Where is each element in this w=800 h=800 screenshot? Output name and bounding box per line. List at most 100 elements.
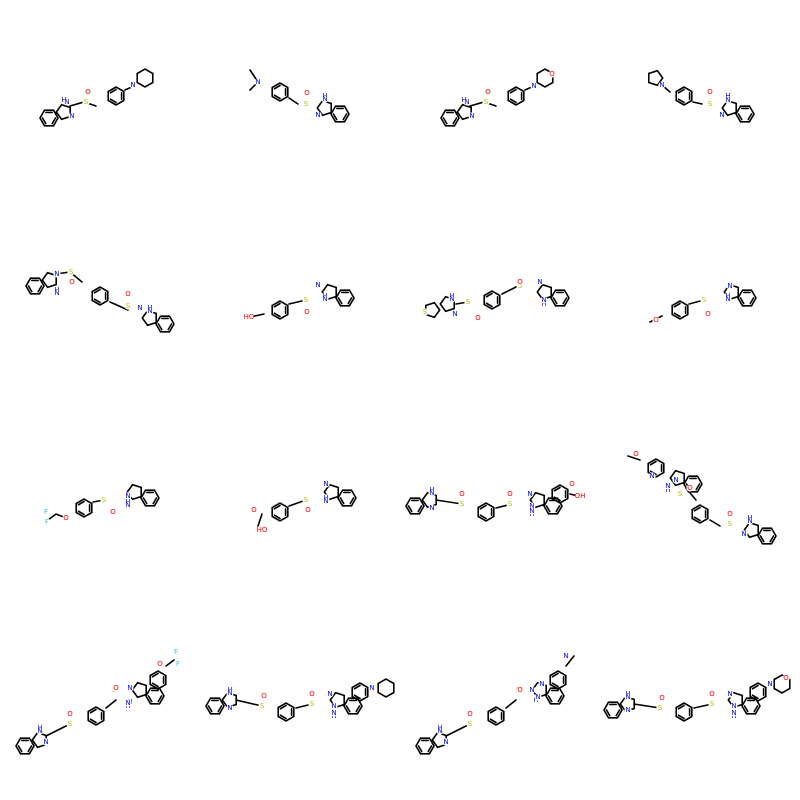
bond-12-12 (691, 504, 709, 524)
atom-mask-15-5 (534, 693, 542, 701)
atom-label-15-7: O (517, 686, 523, 694)
bond-12-16 (709, 519, 721, 527)
atom-mask-12-3 (672, 476, 680, 484)
atom-label-6-1: HO (244, 313, 255, 321)
atom-label-16-3: N (625, 706, 630, 714)
atom-mask-1-3 (68, 112, 76, 120)
bond-15-17 (549, 670, 567, 690)
atom-label-11-13: OH (575, 492, 586, 500)
atom-label-9-1: F (45, 518, 49, 526)
atom-mask-14-7 (308, 690, 316, 698)
bond-16-17 (749, 682, 767, 702)
atom-label-16-2: N (625, 693, 630, 701)
atom-label-7-1: S (423, 308, 428, 316)
atom-label-12-6: S (678, 490, 683, 498)
atom-mask-12-1 (632, 450, 640, 458)
atom-mask-11-2 (428, 489, 436, 497)
molecule-structure-16: HNNSOSONNHNNO (603, 674, 791, 722)
atom-mask-16-13 (782, 674, 790, 682)
atom-label-10-4: O (305, 506, 311, 514)
atom-mask-5-1 (53, 270, 61, 278)
atom-label-15-12: N (443, 738, 448, 746)
atom-label-15-5: N (535, 693, 540, 701)
bond-15-14 (557, 695, 563, 703)
atom-label-5-4: S (69, 268, 74, 276)
atom-label-4-1: N (659, 81, 664, 89)
bond-7-2 (439, 295, 456, 313)
bond-11-17 (551, 484, 569, 504)
molecule-structure-9: FFOSONHN (42, 483, 160, 526)
bond-14-4 (207, 705, 213, 713)
atom-mask-7-8 (516, 278, 524, 286)
atom-label-5-10: N (137, 304, 142, 312)
atom-mask-3-6 (530, 82, 538, 90)
bond-13-18 (151, 682, 159, 688)
bond-14-7 (277, 702, 295, 722)
atom-mask-7-3 (448, 295, 456, 303)
atom-mask-6-3 (303, 308, 311, 316)
atom-mask-10-6 (322, 497, 330, 505)
bond-13-6 (45, 723, 71, 737)
bond-14-8 (279, 714, 287, 720)
bond-5-12 (155, 315, 175, 333)
bond-12-7 (669, 469, 686, 487)
atom-mask-14-4 (258, 702, 266, 710)
bond-1-2 (55, 103, 71, 121)
atom-mask-13-1 (172, 648, 180, 656)
atom-label-13-4: N (127, 684, 132, 692)
atom-label-11-12: O (569, 480, 575, 488)
molecule-cell-9: FFOSONHN (0, 400, 200, 600)
atom-mask-15-7 (516, 686, 524, 694)
bond-12-8 (695, 483, 701, 491)
atom-label-3-2: N (464, 98, 469, 106)
bond-16-14 (753, 705, 759, 713)
bond-13-15 (147, 695, 153, 703)
atom-mask-2-3 (303, 89, 311, 97)
atom-label-1-2: N (64, 98, 69, 106)
bond-9-10 (142, 497, 148, 505)
atom-label-14-12: N (369, 684, 374, 692)
atom-mask-5-4 (67, 268, 75, 276)
atom-mask-8-5 (724, 295, 732, 303)
bond-10-1 (257, 513, 263, 527)
bond-11-6 (435, 499, 463, 505)
atom-label-13-14: N (43, 738, 48, 746)
bond-11-18 (553, 496, 561, 502)
atom-label-3-7: O (549, 70, 555, 78)
atom-mask-15-11 (436, 727, 444, 735)
bond-14-15 (345, 705, 351, 713)
atom-label-1-4: S (84, 98, 89, 106)
atom-label-9-4: S (102, 496, 107, 504)
atom-label-2-6: N (322, 95, 327, 103)
molecule-structure-11: HNNSOSONNHNOOH (405, 480, 586, 522)
bond-2-4 (273, 84, 281, 90)
atom-mask-10-3 (302, 496, 310, 504)
bond-16-4 (605, 709, 611, 717)
atom-label-13-9: O (113, 684, 119, 692)
atom-mask-4-4 (718, 111, 726, 119)
bond-8-3 (673, 312, 681, 318)
bond-13-14 (157, 695, 163, 703)
atom-label-14-11: N (331, 709, 336, 717)
atom-label-9-5: O (110, 508, 116, 516)
atom-mask-8-1 (652, 316, 660, 324)
atom-mask-5-6 (124, 302, 132, 310)
bond-11-14 (555, 505, 561, 513)
atom-mask-2-1 (254, 78, 262, 86)
atom-mask-11-13 (575, 491, 585, 501)
atom-mask-11-5 (458, 490, 466, 498)
atom-mask-16-8 (726, 690, 734, 698)
atom-mask-9-8 (124, 501, 132, 509)
bond-10-4 (273, 504, 281, 510)
atom-label-5-6: S (126, 302, 131, 310)
molecule-structure-6: HOSOHNN (244, 281, 355, 322)
atom-label-11-8: N (527, 490, 532, 498)
atom-label-12-11: N (747, 517, 752, 525)
atom-label-14-8: N (327, 690, 332, 698)
atom-label-15-11: N (437, 727, 442, 735)
atom-mask-13-9 (112, 684, 120, 692)
bond-8-7 (737, 289, 757, 307)
